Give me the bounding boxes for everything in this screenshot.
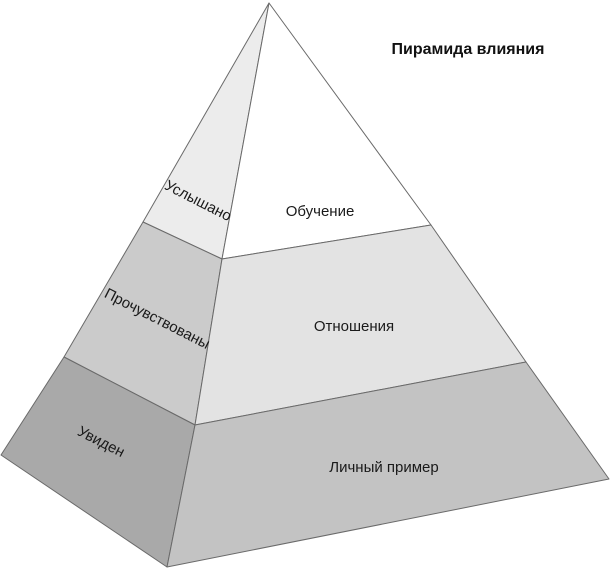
level-label-learning: Обучение — [286, 203, 355, 220]
diagram-title: Пирамида влияния — [392, 41, 545, 58]
pyramid-bottom-front-face — [166, 361, 610, 568]
level-label-personal-example: Личный пример — [329, 459, 439, 476]
level-label-relationships: Отношения — [314, 318, 394, 335]
